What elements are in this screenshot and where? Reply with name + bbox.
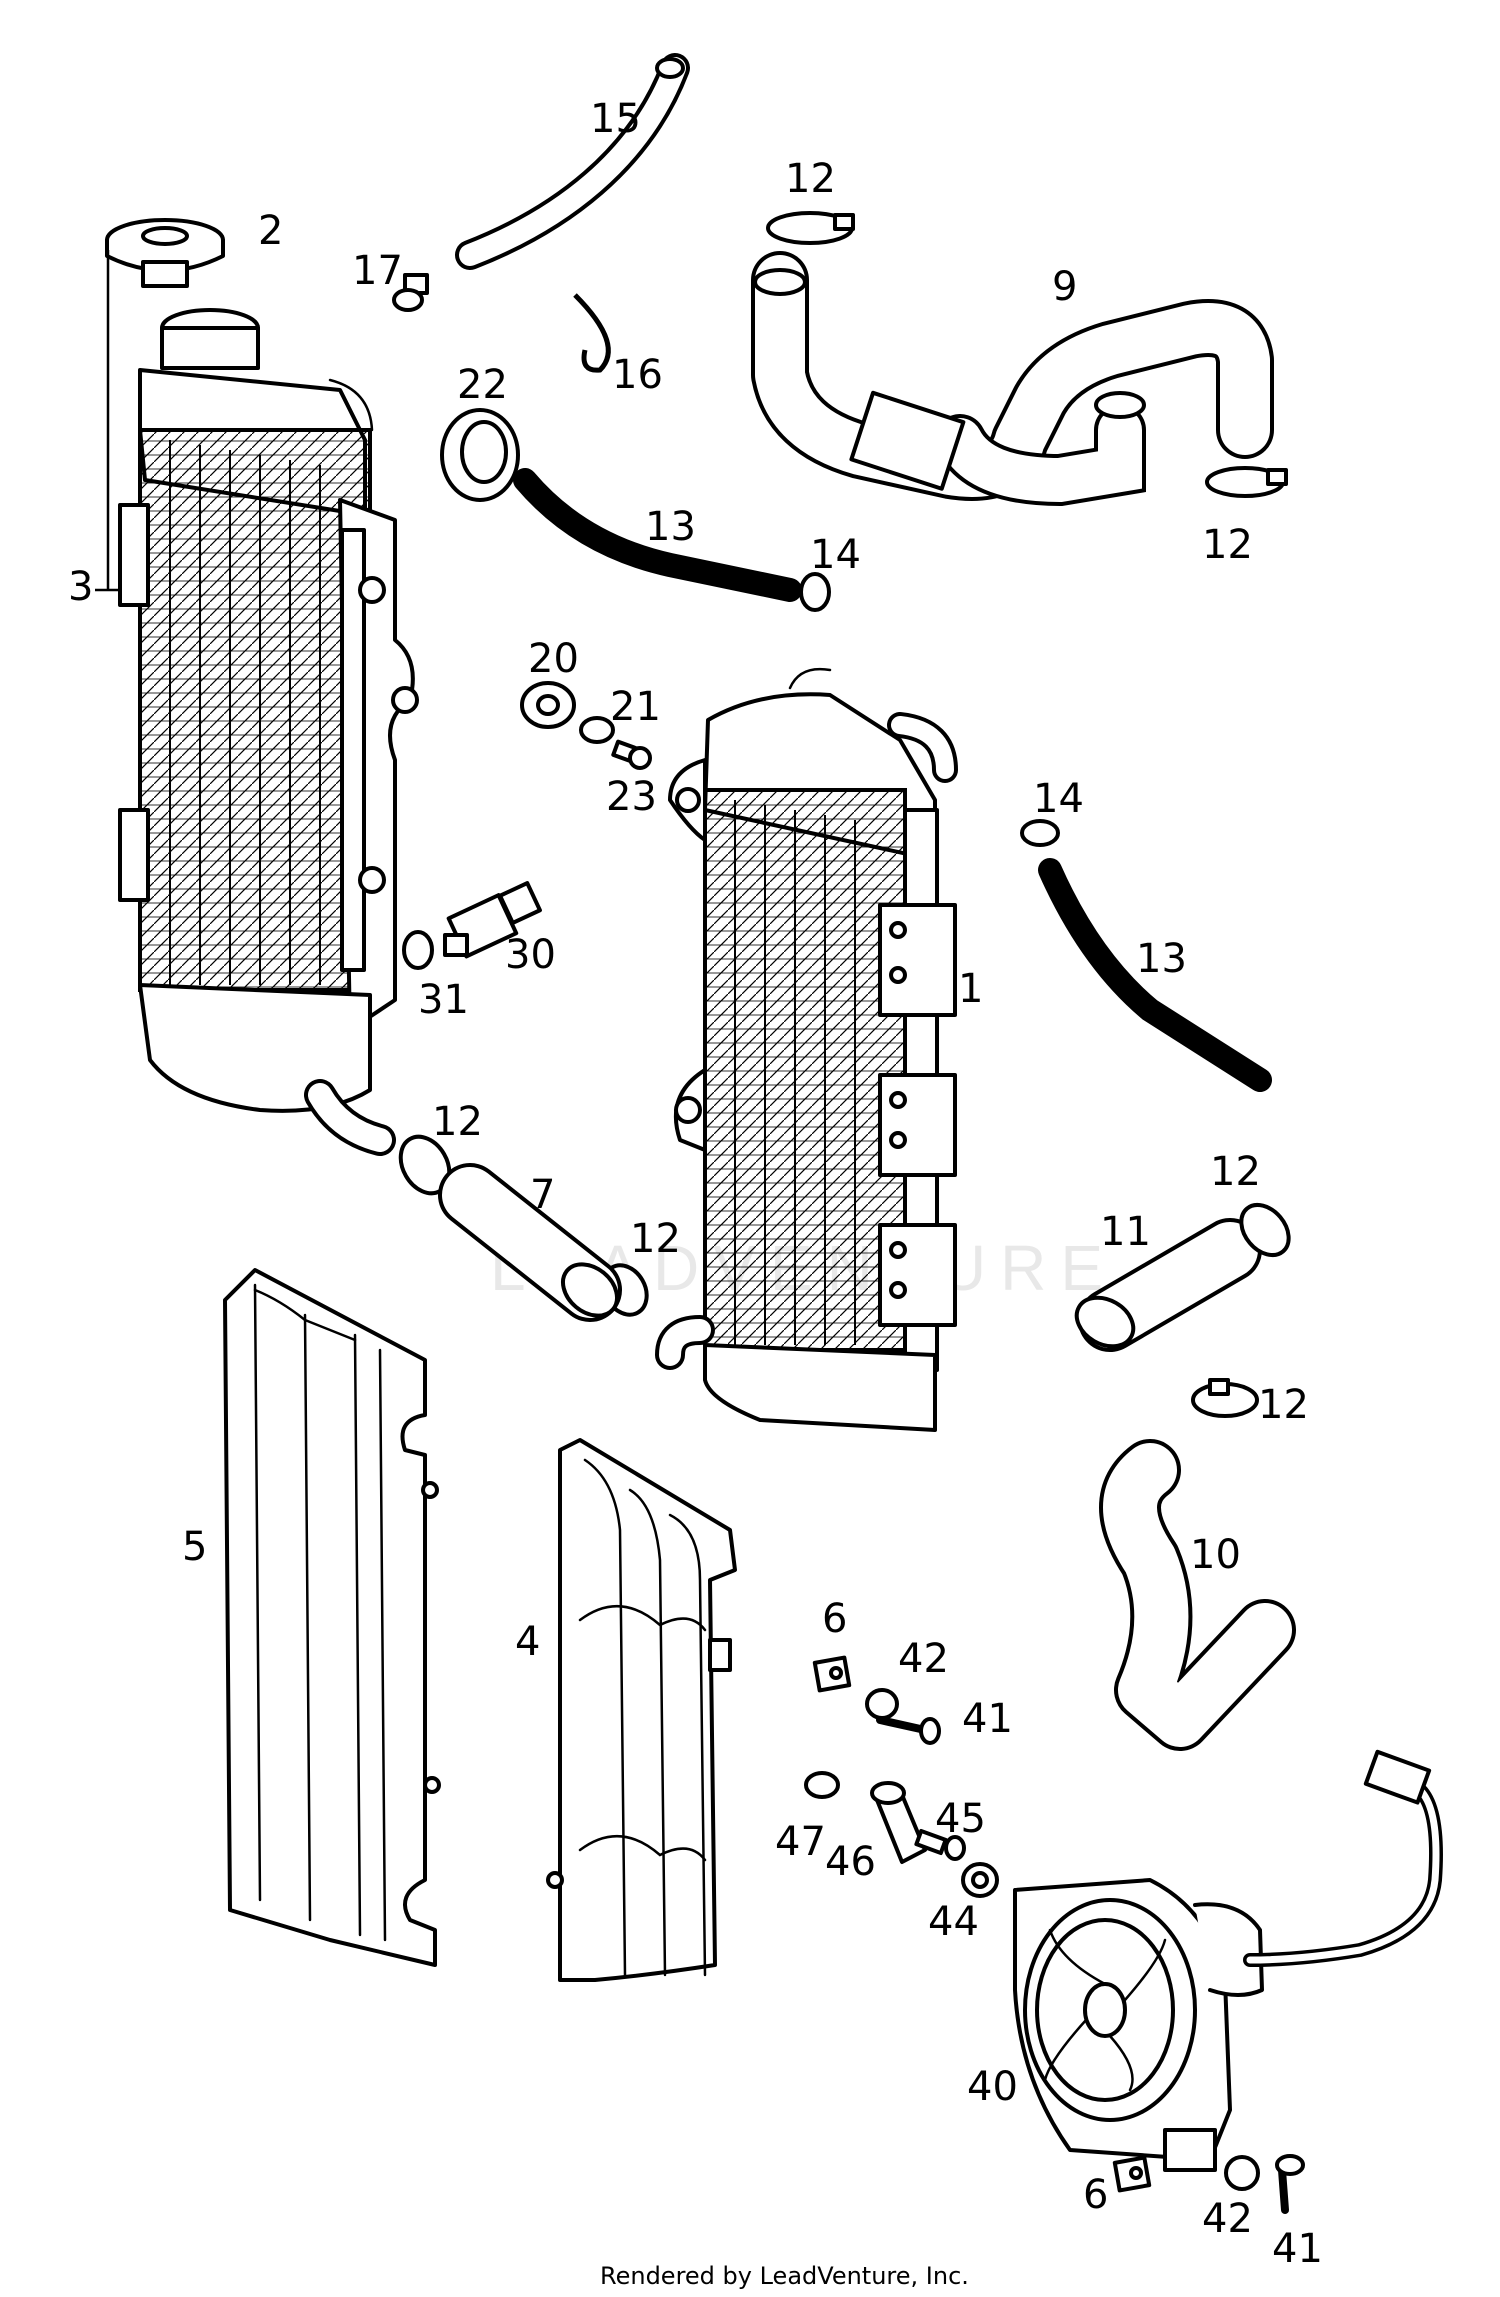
callout-11: 11 [1100, 1209, 1151, 1255]
footer-credit: Rendered by LeadVenture, Inc. [600, 2262, 969, 2290]
callout-45: 45 [935, 1796, 986, 1842]
part-12-hose-clamp [1239, 1202, 1291, 1258]
callout-42: 42 [1202, 2196, 1253, 2242]
callout-31: 31 [418, 977, 469, 1023]
callout-3: 3 [68, 564, 93, 610]
part-10-bent-hose [1099, 1439, 1296, 1751]
callout-40: 40 [967, 2064, 1018, 2110]
part-42-rubber-grommet [865, 1688, 899, 1720]
part-31-sealing-ring [402, 930, 434, 970]
callout-22: 22 [457, 362, 508, 408]
part-16-hose-clip [573, 293, 611, 373]
callout-41: 41 [962, 1696, 1013, 1742]
part-17-bleed-screw [392, 273, 429, 312]
part-41-screw [876, 1716, 941, 1745]
callout-12: 12 [785, 156, 836, 202]
part-3-left-radiator [118, 308, 419, 1156]
part-30-temperature-sensor [443, 881, 542, 959]
callout-21: 21 [610, 684, 661, 730]
part-14-small-clamp [799, 572, 831, 612]
callout-13: 13 [1136, 936, 1187, 982]
part-6-speed-nut [812, 1655, 852, 1693]
callout-15: 15 [590, 96, 641, 142]
part-13-breather-hose [1038, 858, 1272, 1092]
part-1-right-radiator [655, 667, 958, 1432]
callout-labels: 15 12 2 17 9 16 22 13 14 12 3 20 21 23 1… [68, 96, 1323, 2272]
callout-12: 12 [1202, 522, 1253, 568]
callout-1: 1 [958, 966, 983, 1012]
part-14-small-clamp [1020, 819, 1060, 847]
part-6-speed-nut [1112, 2155, 1152, 2193]
part-15-overflow-hose [455, 53, 690, 270]
callout-47: 47 [775, 1819, 826, 1865]
part-9-y-hose [751, 251, 1274, 507]
callout-16: 16 [612, 352, 663, 398]
part-13-breather-hose [513, 468, 802, 602]
part-40-cooling-fan [1013, 1749, 1443, 2172]
part-47-washer [804, 1771, 840, 1799]
callout-41: 41 [1272, 2226, 1323, 2272]
part-11-straight-hose [1074, 1218, 1262, 1352]
callout-23: 23 [606, 774, 657, 820]
part-42-rubber-grommet [1224, 2155, 1260, 2191]
leader-3 [95, 250, 120, 592]
callout-14: 14 [1033, 776, 1084, 822]
callout-44: 44 [928, 1899, 979, 1945]
part-45-bolt [914, 1828, 966, 1861]
part-46-spacer-sleeve [870, 1781, 927, 1864]
callout-5: 5 [182, 1524, 207, 1570]
callout-10: 10 [1190, 1532, 1241, 1578]
callout-12: 12 [432, 1099, 483, 1145]
callout-6: 6 [822, 1596, 847, 1642]
part-4-radiator-guard [546, 1438, 737, 1982]
callout-20: 20 [528, 636, 579, 682]
callout-12: 12 [1258, 1382, 1309, 1428]
part-23-bolt [611, 739, 652, 770]
part-21-washer [579, 716, 615, 744]
part-44-bushing [961, 1862, 999, 1898]
callout-12: 12 [1210, 1149, 1261, 1195]
callout-14: 14 [810, 532, 861, 578]
part-7-straight-hose [438, 1163, 622, 1322]
callout-17: 17 [352, 248, 403, 294]
part-41-screw [1275, 2154, 1305, 2214]
callout-42: 42 [898, 1636, 949, 1682]
part-12-hose-clamp [1191, 1378, 1259, 1418]
part-5-radiator-guard [223, 1268, 441, 1967]
callout-6: 6 [1083, 2172, 1108, 2218]
part-22-grommet [440, 408, 520, 502]
callout-12: 12 [630, 1216, 681, 1262]
part-20-rubber-bushing [520, 681, 576, 729]
part-12-hose-clamp [766, 211, 855, 245]
callout-30: 30 [505, 932, 556, 978]
part-12-hose-clamp [1205, 466, 1288, 498]
callout-46: 46 [825, 1839, 876, 1885]
part-2-radiator-cap [105, 218, 225, 288]
callout-2: 2 [258, 208, 283, 254]
callout-9: 9 [1052, 264, 1077, 310]
callout-4: 4 [515, 1619, 540, 1665]
callout-7: 7 [530, 1172, 555, 1218]
callout-13: 13 [645, 504, 696, 550]
